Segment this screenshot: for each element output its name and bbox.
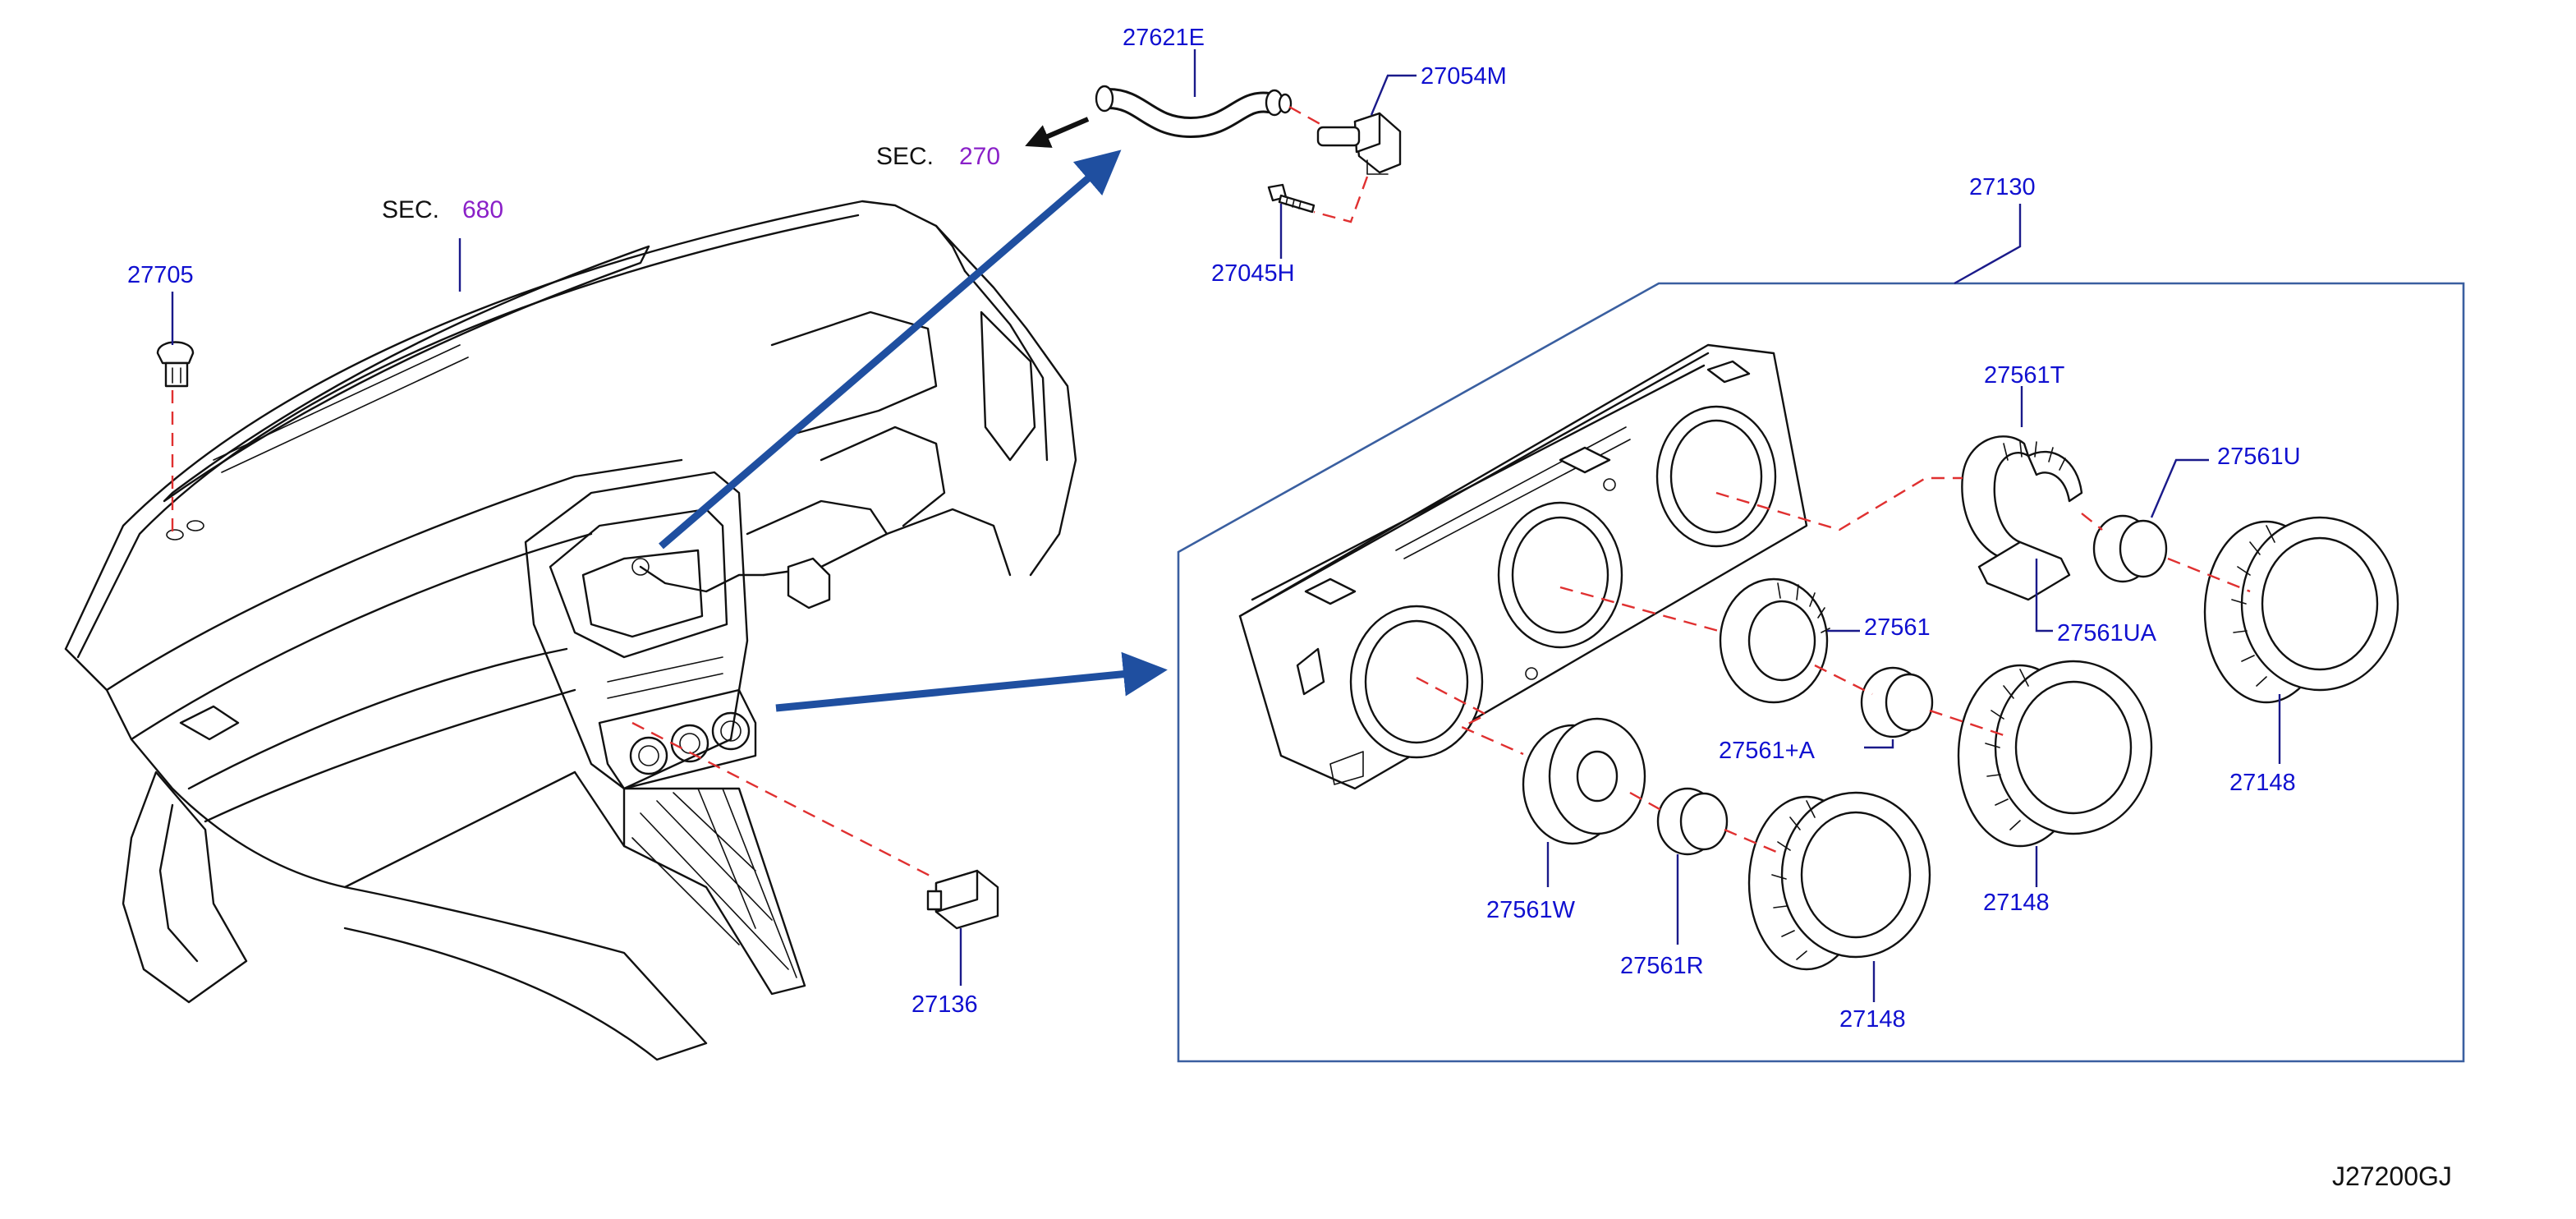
label-27148-left: 27148 [1839, 1006, 1906, 1033]
section-arrow [1025, 117, 1090, 148]
leader-lines [171, 49, 2281, 1002]
knob-27561U-drawing [2092, 514, 2168, 583]
diagram-code: J27200GJ [2332, 1162, 2452, 1191]
knob-27148-right-drawing [2203, 516, 2399, 704]
dial-27561-drawing [1719, 577, 1830, 704]
instrument-panel-drawing [64, 200, 1077, 1061]
dial-27561W-drawing [1522, 717, 1646, 845]
screw-27045H-drawing [1267, 183, 1316, 214]
label-27705: 27705 [127, 262, 194, 288]
control-head-group-box [1177, 282, 2465, 1063]
section-270-number: 270 [959, 143, 1000, 170]
label-27561: 27561 [1864, 614, 1931, 641]
label-27561U: 27561U [2217, 444, 2301, 470]
label-27561-A: 27561+A [1719, 738, 1816, 764]
blue-arrows [659, 150, 1168, 712]
label-27561R: 27561R [1620, 953, 1704, 979]
knob-27148-middle-drawing [1957, 660, 2153, 848]
label-27148-middle: 27148 [1983, 890, 2050, 916]
label-27561T: 27561T [1984, 362, 2065, 389]
label-27130: 27130 [1969, 174, 2036, 200]
label-27136: 27136 [911, 991, 978, 1018]
knob-27148-left-drawing [1747, 791, 1931, 971]
knob-27561R-drawing [1656, 787, 1729, 856]
aspirator-27054M-drawing [1316, 112, 1402, 175]
section-680-number: 680 [462, 196, 503, 223]
dashed-connectors [171, 105, 2251, 881]
aspirator-hose-27621E-drawing [1095, 85, 1293, 139]
label-27621E: 27621E [1123, 25, 1205, 51]
part-labels: 27621E 27054M 27045H 27705 27130 27561T … [127, 25, 2301, 1033]
label-27148-right: 27148 [2229, 770, 2296, 796]
knob-27561-A-drawing [1860, 666, 1934, 738]
control-head-27130-drawing [1238, 343, 1808, 790]
label-27045H: 27045H [1211, 260, 1295, 287]
label-27561UA: 27561UA [2057, 620, 2157, 646]
section-680-prefix: SEC. [382, 196, 439, 223]
section-ref-680: SEC. 680 [382, 196, 503, 223]
switch-27136-drawing [926, 869, 999, 930]
dial-27561T-drawing [1961, 435, 2083, 601]
label-27561W: 27561W [1486, 897, 1576, 923]
clip-part-27705-drawing [156, 341, 195, 388]
section-ref-270: SEC. 270 [876, 143, 1000, 170]
section-270-prefix: SEC. [876, 143, 934, 170]
label-27054M: 27054M [1421, 63, 1507, 90]
